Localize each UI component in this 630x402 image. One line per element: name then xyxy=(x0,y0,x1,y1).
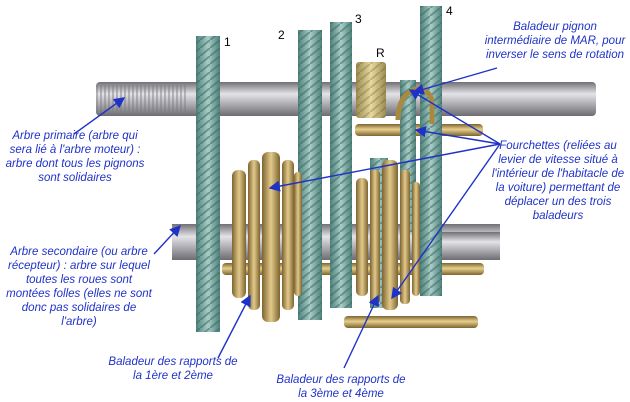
slider-3-4 xyxy=(356,160,420,310)
arrow-reverse-slider xyxy=(412,67,498,95)
gear-3 xyxy=(330,22,352,308)
fork-rod-middle xyxy=(222,263,484,275)
label-secondary-shaft: Arbre secondaire (ou arbre récepteur) : … xyxy=(6,246,152,328)
label-slider-34: Baladeur des rapports de la 3ème et 4ème xyxy=(276,374,406,400)
gear-2 xyxy=(298,30,322,320)
secondary-shaft-end xyxy=(440,232,500,260)
arrow-fork-b xyxy=(414,126,501,145)
gear-number-4: 4 xyxy=(446,4,453,18)
gear-number-3: 3 xyxy=(355,12,362,26)
label-primary-shaft: Arbre primaire (arbre qui sera lié à l'a… xyxy=(5,130,145,184)
arrow-primary-shaft xyxy=(73,97,126,135)
fork-rod-bottom xyxy=(344,316,478,328)
gear-number-1: 1 xyxy=(224,35,231,49)
label-forks: Fourchettes (reliées au levier de vitess… xyxy=(491,140,625,222)
arrow-slider-12 xyxy=(217,294,251,359)
arrow-fork-c xyxy=(268,143,501,192)
primary-shaft-splines xyxy=(96,85,186,113)
label-slider-12: Baladeur des rapports de la 1ère et 2ème xyxy=(108,356,238,382)
arrow-secondary-shaft xyxy=(153,224,181,255)
arrow-fork-a xyxy=(408,89,501,145)
slider-1-2 xyxy=(232,152,302,322)
gear-number-reverse: R xyxy=(376,46,385,60)
gear-1 xyxy=(196,36,220,332)
gear-number-2: 2 xyxy=(278,28,285,42)
gear-4 xyxy=(420,6,442,296)
label-reverse-slider: Baladeur pignon intermédiaire de MAR, po… xyxy=(484,21,626,61)
reverse-gear xyxy=(356,62,386,118)
arrow-fork-d xyxy=(391,143,501,300)
arrow-slider-34 xyxy=(343,294,379,369)
